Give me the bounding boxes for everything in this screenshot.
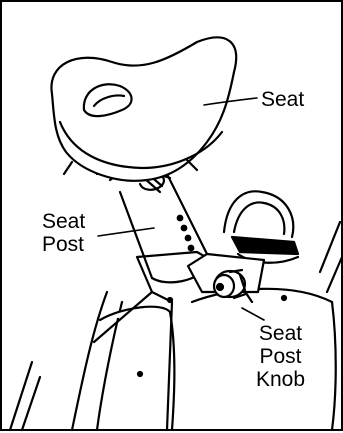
pedal (222, 190, 300, 264)
seat-post-leader-line (97, 227, 155, 237)
seat-post-knob-leader-line (241, 307, 265, 321)
leader-lines (97, 97, 265, 321)
seat (50, 36, 238, 182)
seat-label: Seat (261, 88, 305, 111)
seat-leader-line (203, 97, 258, 106)
bike-frame (8, 220, 343, 432)
knob-housing (186, 245, 266, 300)
